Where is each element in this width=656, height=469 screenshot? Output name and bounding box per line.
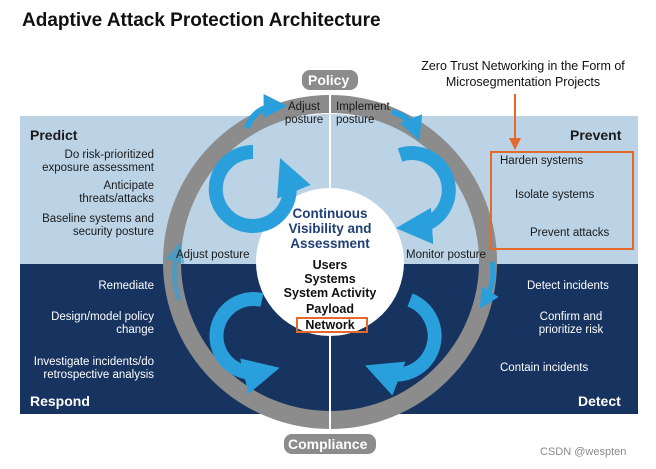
respond-cycle-arrow [209, 292, 280, 394]
prevent-to-detect-arrow [479, 261, 499, 309]
predict-cycle-arrow [208, 144, 311, 233]
implement-posture-arrow [391, 109, 423, 141]
respond-to-predict-arrow [165, 242, 185, 302]
ring-label-compliance: Compliance [288, 436, 368, 452]
network-highlight-box [296, 317, 368, 333]
detect-label: Detect [578, 393, 621, 409]
prevent-item: Harden systems [500, 155, 584, 167]
center-circle [256, 188, 404, 336]
respond-item: Remediate [98, 280, 154, 292]
respond-label: Respond [30, 393, 90, 409]
respond-item: Design/model policy change [51, 311, 154, 336]
watermark: CSDN @wespten [540, 446, 627, 458]
predict-cycle-label: Adjust posture [176, 249, 250, 261]
center-item-systems: Systems [304, 272, 356, 286]
predict-label: Predict [30, 127, 78, 143]
respond-item: Investigate incidents/do retrospective a… [33, 356, 154, 381]
prevent-label: Prevent [570, 127, 622, 143]
prevent-cycle-arrow [395, 146, 456, 245]
predict-item: Do risk-prioritized exposure assessment [42, 149, 154, 174]
center-item-network: Network [305, 318, 355, 332]
detect-cycle-arrow [365, 293, 442, 396]
center-item-payload: Payload [306, 302, 354, 316]
center-item-system-activity: System Activity [283, 286, 377, 300]
predict-item: Anticipate threats/attacks [79, 180, 154, 205]
prevent-item: Isolate systems [515, 189, 595, 201]
prevent-cycle-label: Monitor posture [406, 249, 486, 261]
prevent-item: Prevent attacks [530, 227, 610, 239]
center-title: Continuous Visibility and Assessment [288, 206, 372, 251]
implement-posture-label: Implement posture [336, 101, 390, 126]
adjust-posture-top-label: Adjust posture [284, 101, 324, 126]
callout-note: Zero Trust Networking in the Form of Mic… [421, 59, 625, 89]
ring-label-policy: Policy [308, 72, 350, 88]
detect-item: Detect incidents [527, 280, 609, 292]
prevent-highlight-box [490, 151, 634, 250]
center-item-users: Users [312, 258, 348, 272]
adjust-posture-arrow [244, 94, 288, 130]
predict-item: Baseline systems and security posture [42, 213, 154, 238]
diagram-title: Adaptive Attack Protection Architecture [22, 10, 381, 31]
detect-item: Contain incidents [500, 362, 589, 374]
detect-item: Confirm and prioritize risk [538, 311, 604, 336]
